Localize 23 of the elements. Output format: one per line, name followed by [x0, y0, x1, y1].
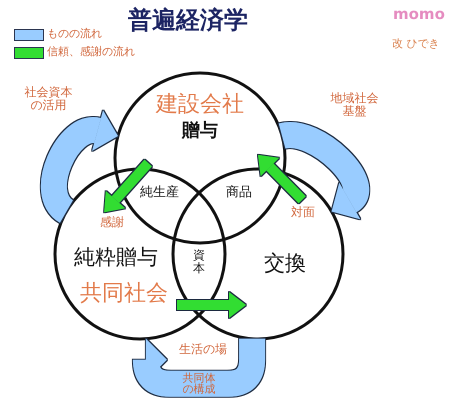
region-label: 商品 — [226, 186, 252, 201]
diagram-title: 普遍経済学 — [128, 7, 248, 35]
edge-label: 共同体の構成 — [182, 372, 216, 396]
credit-note: 改 ひでき — [392, 38, 440, 51]
region-label: 純生産 — [140, 186, 179, 201]
circle-label: 純粋贈与 — [74, 245, 158, 270]
arrow — [104, 160, 152, 212]
block-arrow — [280, 122, 370, 216]
circle-label: 交換 — [264, 251, 306, 276]
block-arrow — [41, 110, 119, 222]
legend-label: 信頼、感謝の流れ — [47, 46, 135, 59]
legend-label: ものの流れ — [47, 28, 102, 41]
circle-heading: 共同社会 — [80, 281, 168, 306]
edge-label: 感謝 — [99, 216, 125, 230]
edge-label: 対面 — [290, 206, 316, 220]
circle-heading: 建設会社 — [156, 92, 244, 118]
arrow — [258, 154, 306, 204]
circle-label: 贈与 — [182, 121, 218, 142]
edge-label: 生活の場 — [178, 343, 228, 357]
author-name: momo — [393, 6, 445, 24]
region-label: 資本 — [193, 249, 205, 276]
edge-label: 社会資本の活用 — [24, 86, 73, 112]
edge-label: 地域社会基盤 — [330, 92, 379, 118]
